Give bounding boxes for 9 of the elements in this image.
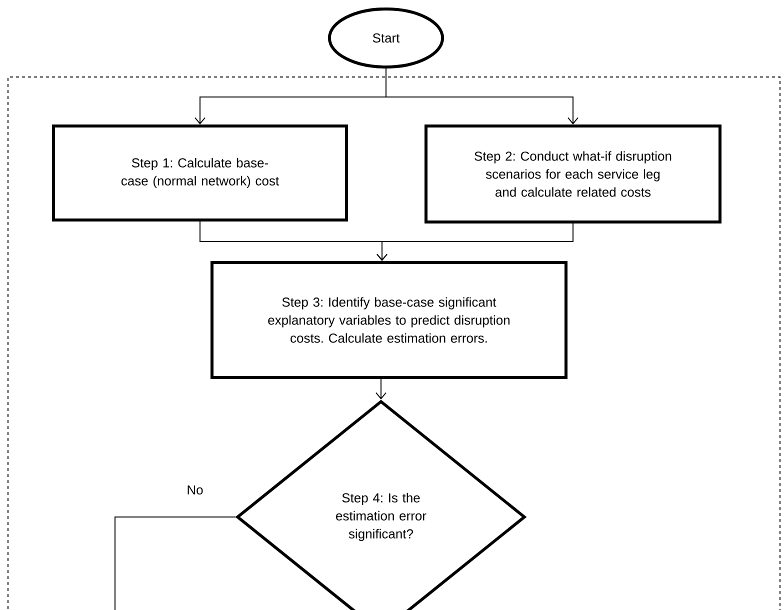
process-box: Step 1: Calculate base-case (normal network) cost — [52, 124, 348, 222]
connector-arrow — [376, 223, 574, 261]
edge-label: No — [186, 484, 204, 496]
start-oval: Start — [328, 8, 444, 68]
process-box: Step 3: Identify base-case significant explanatory variables to predict disruption costs. Calculate estimation errors. — [210, 261, 568, 379]
process-box: Step 2: Conduct what-if disruption scenarios for each service leg and calculate related costs — [424, 124, 722, 224]
dashed-boundary — [8, 76, 780, 610]
connector-arrow — [376, 378, 386, 400]
connector-arrow — [386, 68, 578, 124]
